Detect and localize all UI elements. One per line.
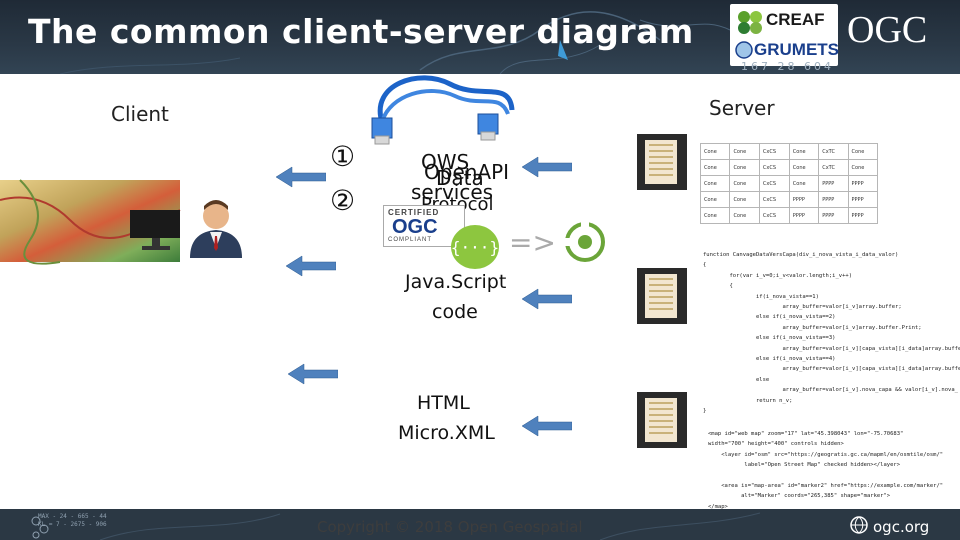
- table-cell: CxTC: [818, 143, 849, 160]
- response-arrow-2: [286, 255, 336, 277]
- services-label: services: [411, 180, 494, 204]
- request-arrow-2: [522, 288, 572, 310]
- arrow-symbol: =>: [509, 226, 556, 259]
- table-cell: CxCS: [758, 175, 790, 192]
- javascript-label: Java.Script: [405, 271, 507, 293]
- header-map-background: [59, 11, 731, 74]
- table-cell: Cone: [729, 207, 760, 224]
- table-cell: Cone: [729, 159, 760, 176]
- server-icon-1: [637, 134, 687, 190]
- ogc-cert-text: OGC: [392, 216, 438, 238]
- table-cell: Cone: [788, 175, 820, 192]
- table-cell: CxTC: [818, 159, 849, 176]
- html-code-snippet: <map id="web map" zoom="17" lat="45.3980…: [708, 431, 944, 510]
- table-cell: PPPP: [818, 207, 849, 224]
- table-cell: Cone: [788, 143, 820, 160]
- table-cell: CxCS: [758, 191, 790, 208]
- grumets-globe-icon: [735, 41, 753, 59]
- ogc-globe-icon: [850, 516, 868, 534]
- step-two-marker: ②: [330, 184, 356, 217]
- table-cell: PPPP: [788, 207, 820, 224]
- person-icon: [190, 200, 242, 258]
- table-cell: Cone: [847, 143, 879, 160]
- table-cell: Cone: [847, 159, 879, 176]
- header-coords: 167 28 604: [741, 60, 834, 73]
- ogc-logo: OGC: [847, 9, 928, 51]
- server-icon-3: [637, 392, 687, 448]
- footer-map-background: [31, 512, 761, 540]
- creaf-leaf-icon: [738, 11, 762, 34]
- table-cell: CxCS: [758, 143, 790, 160]
- table-cell: Cone: [729, 175, 760, 192]
- client-computer-illustration: [0, 179, 242, 265]
- client-label: Client: [111, 102, 169, 126]
- ogc-certified-badge: CERTIFIED OGC COMPLIANT: [383, 205, 465, 247]
- table-cell: Cone: [699, 143, 731, 160]
- openapi-label: OpenAPI: [424, 160, 510, 184]
- svg-text:{···}: {···}: [451, 238, 499, 257]
- footer-coordinates: MAX - 24 - 665 - 44 KL = 7 - 2675 - 906: [38, 513, 107, 528]
- table-cell: PPPP: [847, 191, 879, 208]
- header-bar: The common client-server diagram CREAF G…: [0, 0, 960, 74]
- request-arrow-1: [522, 156, 572, 178]
- table-cell: Cone: [788, 159, 820, 176]
- table-cell: PPPP: [847, 175, 879, 192]
- table-cell: PPPP: [847, 207, 879, 224]
- network-cable-icon: [371, 75, 515, 145]
- table-cell: PPPP: [818, 175, 849, 192]
- creaf-logo-text: CREAF: [766, 10, 825, 29]
- table-cell: Cone: [699, 159, 731, 176]
- openapi-logo-icon: [563, 220, 605, 262]
- html-label: HTML: [417, 392, 470, 414]
- table-cell: Cone: [699, 175, 731, 192]
- creaf-grumets-logo: CREAF GRUMETS: [730, 4, 839, 66]
- response-arrow-3: [288, 363, 338, 385]
- grumets-logo-text: GRUMETS: [754, 40, 839, 59]
- ogc-org-link[interactable]: ogc.org: [873, 518, 930, 536]
- table-cell: Cone: [729, 143, 760, 160]
- table-cell: Cone: [699, 191, 731, 208]
- table-cell: CxCS: [758, 207, 790, 224]
- footer-bar: [0, 509, 960, 540]
- server-label: Server: [709, 96, 775, 120]
- copyright-text: Copyright © 2018 Open Geospatial: [317, 518, 583, 536]
- ows-label: OWS: [421, 150, 470, 174]
- response-arrow-1: [276, 166, 326, 188]
- microxml-label: Micro.XML: [398, 422, 495, 444]
- table-cell: Cone: [699, 207, 731, 224]
- table-cell: CxCS: [758, 159, 790, 176]
- table-cell: PPPP: [788, 191, 820, 208]
- table-cell: Cone: [729, 191, 760, 208]
- data-label: Data: [436, 166, 484, 190]
- server-icon-2: [637, 268, 687, 324]
- json-icon: {···}: [451, 225, 499, 269]
- javascript-code-snippet: function CanvageDataVersCapa(div_i_nova_…: [703, 252, 960, 415]
- compliant-text: COMPLIANT: [388, 237, 433, 243]
- step-one-marker: ①: [330, 140, 356, 173]
- code-label: code: [432, 301, 478, 323]
- request-arrow-3: [522, 415, 572, 437]
- certified-text: CERTIFIED: [388, 208, 440, 217]
- page-title: The common client-server diagram: [28, 12, 694, 51]
- table-cell: PPPP: [818, 191, 849, 208]
